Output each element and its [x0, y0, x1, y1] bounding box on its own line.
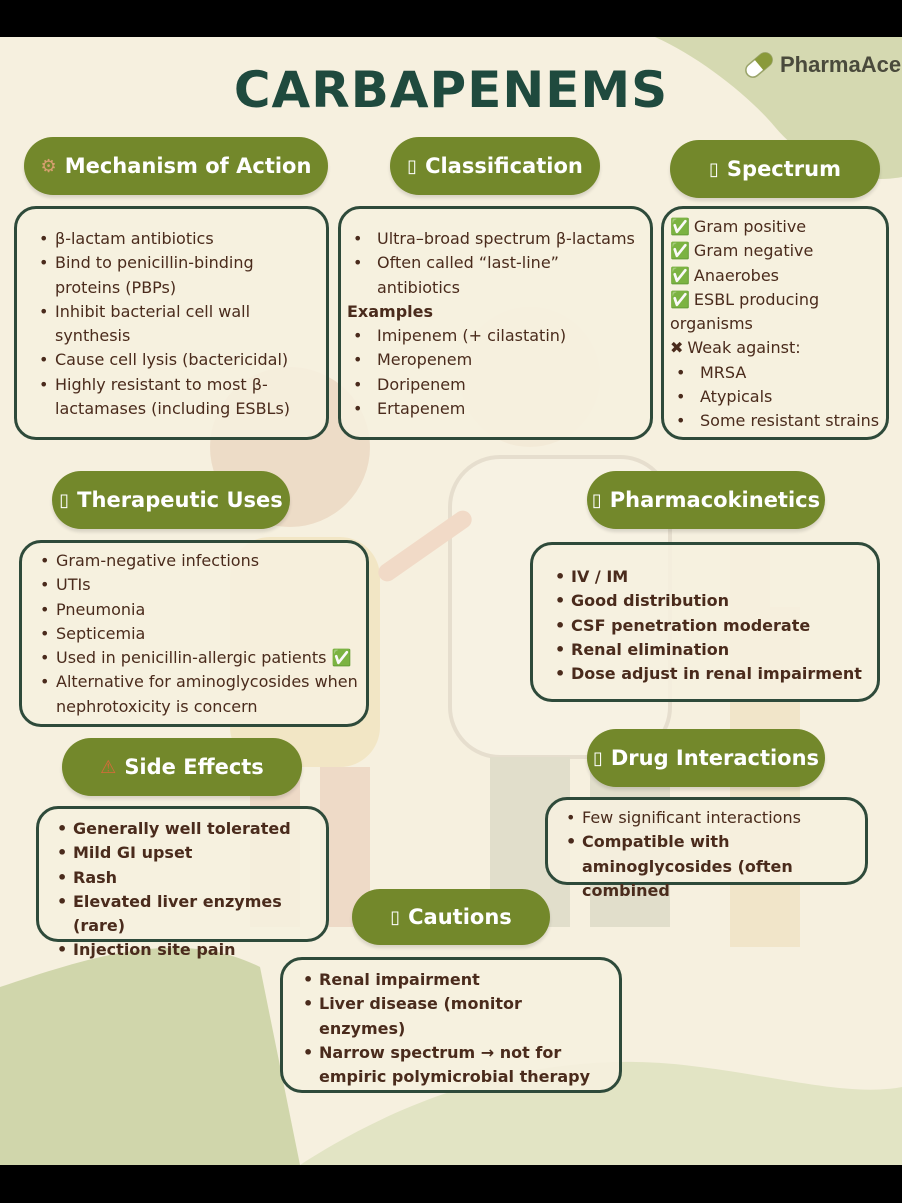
list-item: MRSA [670, 361, 880, 386]
list-item: Septicemia [34, 622, 358, 647]
missing-glyph-icon: ▯ [591, 489, 602, 511]
spectrum-heading-label: Spectrum [726, 157, 841, 181]
interactions-list: Few significant interactions Compatible … [560, 806, 859, 903]
missing-glyph-icon: ▯ [407, 155, 418, 177]
missing-glyph-icon: ▯ [592, 747, 603, 769]
therapeutic-heading: ▯ Therapeutic Uses [52, 471, 290, 529]
list-item: Some resistant strains [670, 409, 880, 434]
page-title: CARBAPENEMS [233, 61, 669, 119]
mechanism-box: β-lactam antibiotics Bind to penicillin-… [14, 206, 329, 440]
classification-box: Ultra–broad spectrum β-lactams Often cal… [338, 206, 653, 440]
bottom-left-blob [0, 947, 902, 1165]
list-item: Inhibit bacterial cell wall synthesis [33, 300, 314, 349]
list-item: Generally well tolerated [51, 817, 318, 842]
checkmark-icon: ✅ [670, 265, 690, 285]
missing-glyph-icon: ▯ [59, 489, 70, 511]
list-item: Often called “last-line” antibiotics [347, 251, 642, 300]
weak-against-label: ✖Weak against: [670, 338, 801, 358]
missing-glyph-icon: ▯ [390, 906, 401, 928]
list-item: Narrow spectrum → not for empiric polymi… [297, 1041, 611, 1090]
list-item: UTIs [34, 573, 358, 598]
side-effects-box: Generally well tolerated Mild GI upset R… [36, 806, 329, 963]
side-effects-list: Generally well tolerated Mild GI upset R… [51, 817, 318, 963]
list-item: IV / IM [549, 565, 869, 590]
therapeutic-heading-label: Therapeutic Uses [77, 488, 283, 512]
list-item: Doripenem [347, 373, 642, 398]
interactions-heading-label: Drug Interactions [610, 746, 820, 770]
spectrum-positive-item: ✅Gram positive [670, 217, 807, 236]
warning-icon: ⚠ [100, 756, 117, 778]
cautions-heading-label: Cautions [408, 905, 512, 929]
gear-icon: ⚙ [40, 155, 57, 177]
list-item: Renal impairment [297, 968, 611, 993]
infographic-poster: CARBAPENEMS PharmaAce ⚙ Mechanism of Act… [0, 37, 902, 1165]
mechanism-heading: ⚙ Mechanism of Action [24, 137, 328, 195]
list-item: Mild GI upset [51, 841, 318, 866]
missing-glyph-icon: ▯ [709, 158, 719, 180]
mechanism-list: β-lactam antibiotics Bind to penicillin-… [33, 227, 314, 421]
list-item: Elevated liver enzymes (rare) [51, 890, 318, 939]
list-item: Dose adjust in renal impairment [549, 662, 869, 687]
list-item: CSF penetration moderate [549, 614, 869, 639]
spectrum-box: ✅Gram positive ✅Gram negative ✅Anaerobes… [661, 206, 889, 440]
cautions-heading: ▯ Cautions [352, 889, 550, 945]
examples-list: Imipenem (+ cilastatin) Meropenem Doripe… [347, 324, 642, 421]
list-item: Pneumonia [34, 598, 358, 623]
list-item: Atypicals [670, 385, 880, 410]
list-item: Few significant interactions [560, 806, 859, 831]
classification-heading-label: Classification [425, 154, 583, 178]
interactions-box: Few significant interactions Compatible … [545, 797, 868, 900]
side-effects-heading-label: Side Effects [124, 755, 264, 779]
spectrum-heading: ▯ Spectrum [670, 140, 880, 198]
list-item: Ertapenem [347, 397, 642, 422]
checkmark-icon: ✅ [670, 241, 690, 261]
cautions-list: Renal impairment Liver disease (monitor … [297, 968, 611, 1089]
pharmacokinetics-box: IV / IM Good distribution CSF penetratio… [530, 542, 880, 702]
checkmark-icon: ✅ [670, 217, 690, 236]
list-item: Used in penicillin-allergic patients ✅ [34, 646, 358, 671]
list-item: Meropenem [347, 348, 642, 373]
cautions-box: Renal impairment Liver disease (monitor … [280, 957, 622, 1093]
weak-against-list: MRSA Atypicals Some resistant strains [670, 361, 880, 434]
list-item: Gram-negative infections [34, 549, 358, 574]
classification-heading: ▯ Classification [390, 137, 600, 195]
brand-logo: PharmaAce [742, 45, 901, 85]
list-item: β-lactam antibiotics [33, 227, 314, 252]
spectrum-positive-item: ✅Gram negative [670, 241, 814, 261]
mechanism-heading-label: Mechanism of Action [64, 154, 312, 178]
list-item: Rash [51, 866, 318, 891]
interactions-heading: ▯ Drug Interactions [587, 729, 825, 787]
capsule-icon [745, 52, 773, 78]
side-effects-heading: ⚠ Side Effects [62, 738, 302, 796]
pharmacokinetics-heading: ▯ Pharmacokinetics [587, 471, 825, 529]
list-item: Imipenem (+ cilastatin) [347, 324, 642, 349]
examples-label: Examples [347, 301, 434, 321]
list-item: Alternative for aminoglycosides when nep… [34, 670, 358, 719]
spectrum-positive-item: ✅ESBL producing organisms [670, 289, 820, 334]
cross-icon: ✖ [670, 338, 684, 358]
pharmacokinetics-heading-label: Pharmacokinetics [609, 488, 821, 512]
list-item: Highly resistant to most β-lactamases (i… [33, 373, 314, 422]
therapeutic-box: Gram-negative infections UTIs Pneumonia … [19, 540, 369, 727]
pharmacokinetics-list: IV / IM Good distribution CSF penetratio… [549, 565, 869, 687]
list-item: Liver disease (monitor enzymes) [297, 992, 611, 1041]
brand-name: PharmaAce [780, 52, 902, 77]
list-item: Bind to penicillin-binding proteins (PBP… [33, 251, 314, 300]
list-item: Ultra–broad spectrum β-lactams [347, 227, 642, 252]
classification-list: Ultra–broad spectrum β-lactams Often cal… [347, 227, 642, 300]
spectrum-positive-item: ✅Anaerobes [670, 265, 780, 285]
list-item: Good distribution [549, 589, 869, 614]
list-item: Cause cell lysis (bactericidal) [33, 348, 314, 373]
therapeutic-list: Gram-negative infections UTIs Pneumonia … [34, 549, 358, 719]
list-item: Renal elimination [549, 638, 869, 663]
list-item: Compatible with aminoglycosides (often c… [560, 830, 859, 903]
list-item: Injection site pain [51, 938, 318, 963]
checkmark-icon: ✅ [670, 289, 690, 309]
